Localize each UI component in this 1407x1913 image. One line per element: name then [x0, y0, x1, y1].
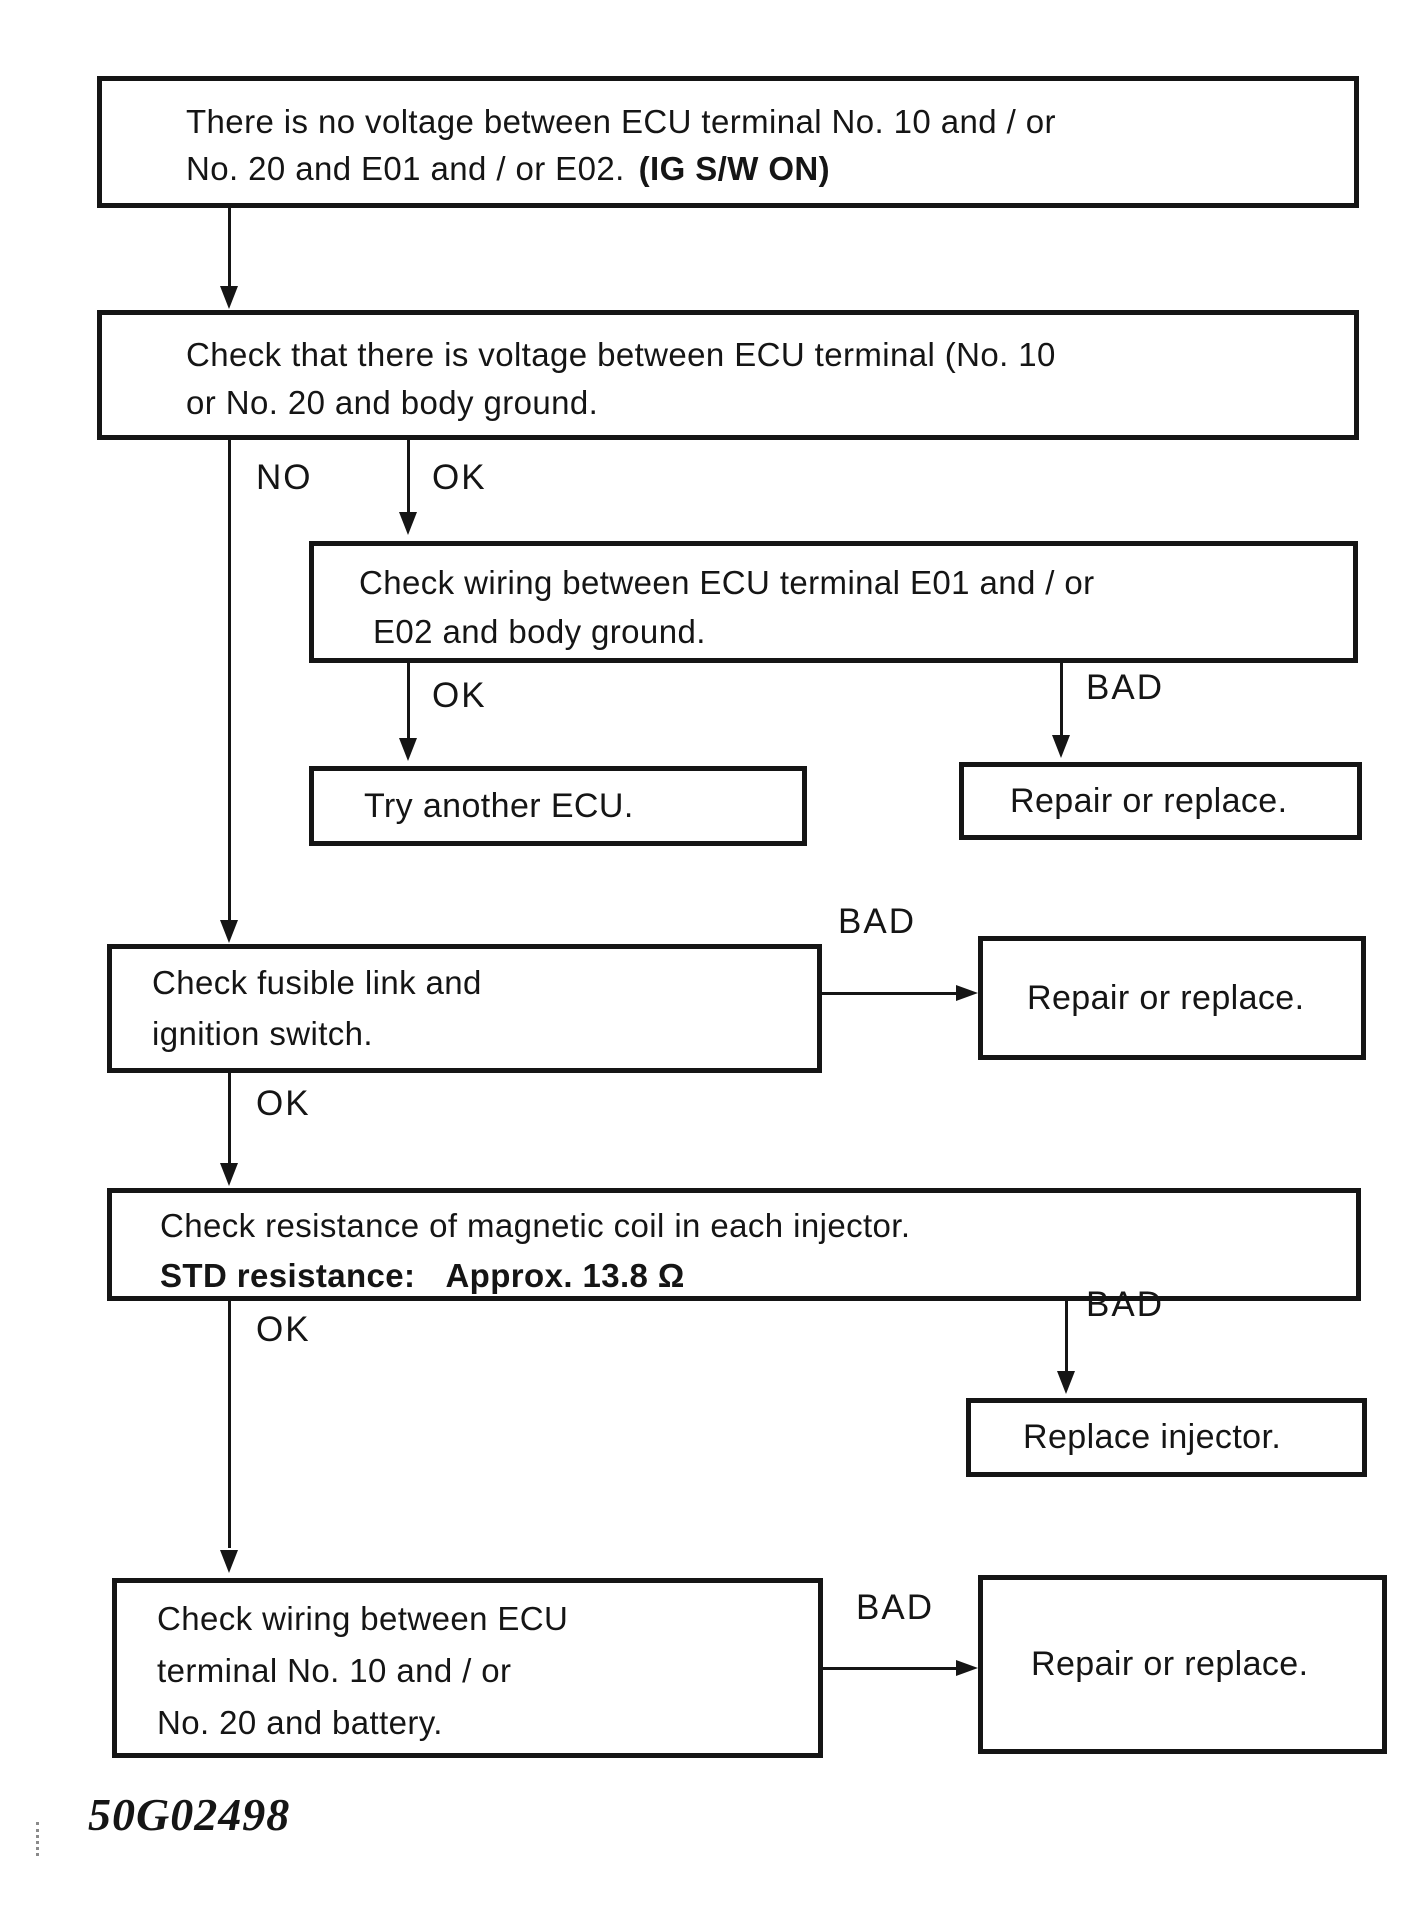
scan-artifact-dots [36, 1822, 39, 1856]
flow-box-text-line: Check wiring between ECU terminal E01 an… [359, 564, 1095, 601]
flow-box-try-another-ecu: Try another ECU. [309, 766, 807, 846]
branch-label-ok-1: OK [432, 458, 487, 497]
flow-box-text-line: No. 20 and battery. [157, 1704, 443, 1741]
flow-box-text-line: Replace injector. [1023, 1418, 1282, 1456]
std-resistance-value: Approx. 13.8 Ω [445, 1257, 685, 1294]
flow-box-text-line: There is no voltage between ECU terminal… [186, 103, 1056, 140]
flow-box-check-injector-resistance: Check resistance of magnetic coil in eac… [107, 1188, 1361, 1301]
branch-label-ok-4: OK [256, 1310, 311, 1349]
flow-box-text-line: Check that there is voltage between ECU … [186, 336, 1056, 373]
flow-box-repair-or-replace-3: Repair or replace. [978, 1575, 1387, 1754]
flow-box-check-fusible-link: Check fusible link and ignition switch. [107, 944, 822, 1073]
branch-label-no: NO [256, 458, 313, 497]
branch-label-bad-3: BAD [1086, 1285, 1164, 1324]
flow-box-check-wiring-ground: Check wiring between ECU terminal E01 an… [309, 541, 1358, 663]
flow-box-text-line: Try another ECU. [364, 786, 634, 825]
figure-code: 50G02498 [88, 1789, 291, 1840]
arrowhead-down-icon [220, 1163, 238, 1186]
flow-box-replace-injector: Replace injector. [966, 1398, 1367, 1477]
flow-box-text-line: Repair or replace. [1010, 781, 1288, 820]
flow-box-repair-or-replace-1: Repair or replace. [959, 762, 1362, 840]
arrow-bad-to-repair-1 [1060, 663, 1063, 735]
arrowhead-right-icon [956, 985, 978, 1001]
flow-box-text-line: Check resistance of magnetic coil in eac… [160, 1207, 911, 1244]
flow-box-text-line: Check wiring between ECU [157, 1600, 569, 1637]
branch-label-bad-1: BAD [1086, 668, 1164, 707]
arrow-novoltage-to-checkvoltage [228, 208, 231, 288]
arrowhead-right-icon [956, 1660, 978, 1676]
ig-switch-on-note: (IG S/W ON) [638, 150, 831, 187]
flow-box-text-line: Repair or replace. [1031, 1645, 1309, 1683]
flow-box-text-line: Repair or replace. [1027, 978, 1305, 1017]
arrowhead-down-icon [399, 738, 417, 761]
flow-box-text-line: terminal No. 10 and / or [157, 1652, 512, 1689]
arrow-bad-to-repair-2 [822, 992, 958, 995]
arrow-bad-to-repair-3 [823, 1667, 958, 1670]
arrowhead-down-icon [220, 1550, 238, 1573]
arrow-bad-to-replace-injector [1065, 1301, 1068, 1371]
arrowhead-down-icon [399, 512, 417, 535]
arrow-ok-to-wiring-ground [407, 440, 410, 514]
arrowhead-down-icon [1052, 735, 1070, 758]
arrow-no-branch [228, 440, 231, 922]
flow-box-text-line: or No. 20 and body ground. [186, 384, 599, 421]
flow-box-text-line: E02 and body ground. [373, 613, 706, 650]
std-resistance-spec: STD resistance:Approx. 13.8 Ω [160, 1257, 685, 1294]
arrowhead-down-icon [1057, 1371, 1075, 1394]
branch-label-bad-4: BAD [856, 1588, 934, 1627]
flow-box-text-line: No. 20 and E01 and / or E02.(IG S/W ON) [186, 150, 831, 187]
arrowhead-down-icon [220, 920, 238, 943]
flow-box-no-voltage: There is no voltage between ECU terminal… [97, 76, 1359, 208]
flow-box-text-line: ignition switch. [152, 1015, 373, 1052]
arrowhead-down-icon [220, 286, 238, 309]
arrow-ok-to-try-ecu [407, 663, 410, 738]
flow-box-check-voltage: Check that there is voltage between ECU … [97, 310, 1359, 440]
branch-label-bad-2: BAD [838, 902, 916, 941]
branch-label-ok-2: OK [432, 676, 487, 715]
arrow-ok-to-resistance [228, 1073, 231, 1163]
branch-label-ok-3: OK [256, 1084, 311, 1123]
arrow-ok-to-wiring-battery [228, 1301, 231, 1548]
flow-box-text-line: Check fusible link and [152, 964, 482, 1001]
flow-box-check-wiring-battery: Check wiring between ECU terminal No. 10… [112, 1578, 823, 1758]
flow-box-repair-or-replace-2: Repair or replace. [978, 936, 1366, 1060]
